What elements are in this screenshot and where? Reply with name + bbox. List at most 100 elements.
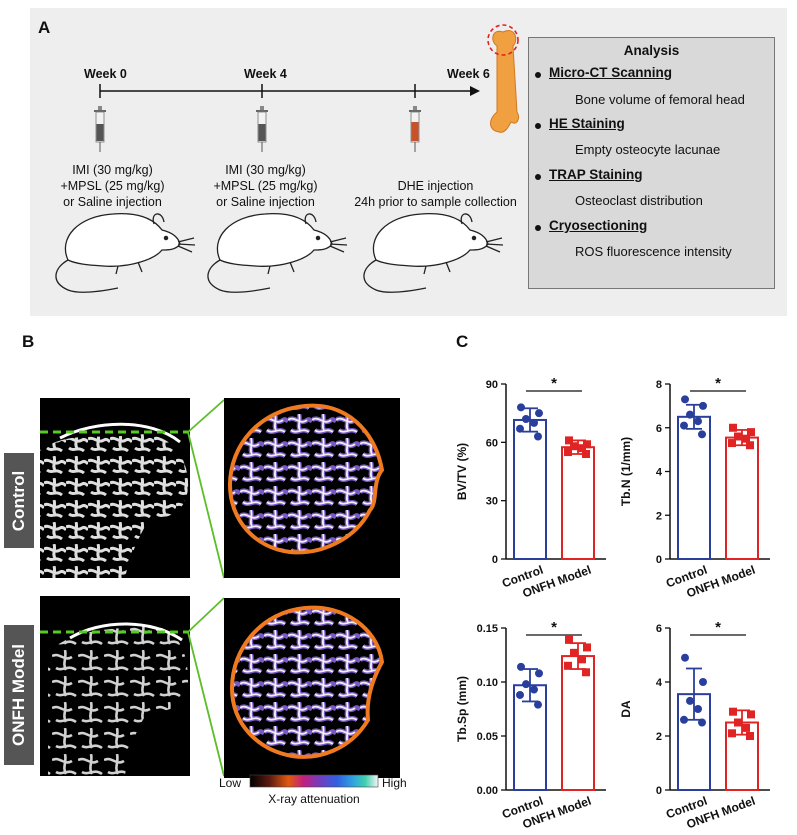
colorbar [249, 774, 379, 788]
analysis-desc-cryo: ROS fluorescence intensity [575, 244, 732, 259]
week-0-label: Week 0 [84, 67, 127, 81]
zoom-line [187, 431, 225, 579]
analysis-item-micro-ct: Micro-CT Scanning [549, 65, 673, 80]
week-6-label: Week 6 [447, 67, 490, 81]
rat-icon [55, 212, 196, 293]
data-point [680, 421, 688, 430]
rat-icon [363, 212, 504, 293]
data-point [698, 718, 706, 727]
colorbar-low-label: Low [219, 776, 242, 790]
bar [561, 446, 595, 560]
data-point [728, 729, 736, 738]
data-point [582, 668, 590, 677]
analysis-box: Analysis Micro-CT Scanning Bone volume o… [528, 37, 775, 289]
y-tick-label: 60 [486, 437, 498, 449]
data-point [535, 409, 543, 418]
data-point [734, 718, 742, 727]
data-point [564, 661, 572, 670]
data-point [516, 424, 524, 433]
data-point [564, 448, 572, 457]
row-label-onfh: ONFH Model [4, 625, 34, 765]
data-point [729, 423, 737, 432]
data-point [694, 417, 702, 426]
y-tick-label: 0.05 [477, 731, 498, 743]
bullet-icon [535, 225, 541, 231]
bar [561, 655, 595, 791]
data-point [522, 680, 530, 689]
y-axis-title: Tb.N (1/mm) [619, 437, 633, 506]
y-tick-label: 0.15 [477, 623, 498, 635]
colorbar-high-label: High [382, 776, 407, 790]
injection-text-week-6: DHE injection 24h prior to sample collec… [354, 179, 517, 209]
data-point [681, 653, 689, 662]
data-point [517, 662, 525, 671]
data-point [747, 710, 755, 719]
bullet-icon [535, 174, 541, 180]
week-4-label: Week 4 [244, 67, 287, 81]
data-point [530, 418, 538, 427]
data-point [742, 434, 750, 443]
bar [725, 436, 759, 560]
syringe-icon [94, 106, 106, 152]
y-tick-label: 2 [656, 510, 662, 522]
zoom-line [187, 631, 225, 777]
significance-star: * [715, 375, 721, 392]
y-axis-title: BV/TV (%) [455, 443, 469, 500]
data-point [534, 432, 542, 441]
data-point [699, 678, 707, 686]
data-point [686, 696, 694, 705]
data-point [534, 700, 542, 709]
y-tick-label: 2 [656, 731, 662, 743]
micro-ct-images [40, 398, 400, 788]
data-point [516, 690, 524, 699]
data-point [583, 440, 591, 449]
y-tick-label: 0 [492, 554, 498, 566]
data-point [746, 732, 754, 740]
data-point [734, 432, 742, 441]
y-tick-label: 0.10 [477, 677, 498, 689]
femur-bone-icon [487, 24, 520, 133]
y-tick-label: 0.00 [477, 785, 498, 797]
significance-star: * [551, 619, 557, 636]
analysis-desc-trap: Osteoclast distribution [575, 193, 703, 208]
significance-star: * [715, 619, 721, 636]
data-point [699, 401, 707, 410]
syringe-icon [256, 106, 268, 152]
analysis-item-he: HE Staining [549, 116, 625, 131]
panel-b-letter: B [22, 332, 35, 351]
bullet-icon [535, 72, 541, 78]
y-tick-label: 8 [656, 379, 662, 391]
data-point [522, 415, 530, 423]
y-tick-label: 6 [656, 423, 662, 435]
data-point [570, 442, 578, 451]
data-point [565, 436, 573, 445]
rat-icon [207, 212, 348, 293]
data-point [680, 715, 688, 724]
analysis-item-trap: TRAP Staining [549, 167, 643, 182]
data-point [747, 428, 755, 437]
y-tick-label: 0 [656, 785, 662, 797]
analysis-item-cryo: Cryosectioning [549, 218, 648, 233]
bar [513, 418, 547, 560]
timeline-arrow [470, 86, 480, 96]
analysis-desc-he: Empty osteocyte lacunae [575, 142, 721, 157]
data-point [582, 450, 590, 458]
bar [677, 415, 711, 560]
y-axis-title: Tb.Sp (mm) [455, 676, 469, 742]
injection-text-week-4: IMI (30 mg/kg) +MPSL (25 mg/kg) or Salin… [213, 163, 318, 209]
data-point [535, 669, 543, 678]
analysis-desc-micro-ct: Bone volume of femoral head [575, 92, 745, 107]
y-tick-label: 6 [656, 623, 662, 635]
zoom-line [187, 399, 225, 433]
data-point [565, 635, 573, 644]
zoom-line [187, 597, 225, 633]
bullet-icon [535, 123, 541, 129]
y-tick-label: 30 [486, 496, 498, 508]
data-point [746, 441, 754, 450]
data-point [694, 705, 702, 713]
y-axis-title: DA [619, 700, 633, 718]
panel-c-letter: C [456, 332, 469, 351]
data-point [686, 410, 694, 419]
row-label-control: Control [4, 453, 34, 548]
